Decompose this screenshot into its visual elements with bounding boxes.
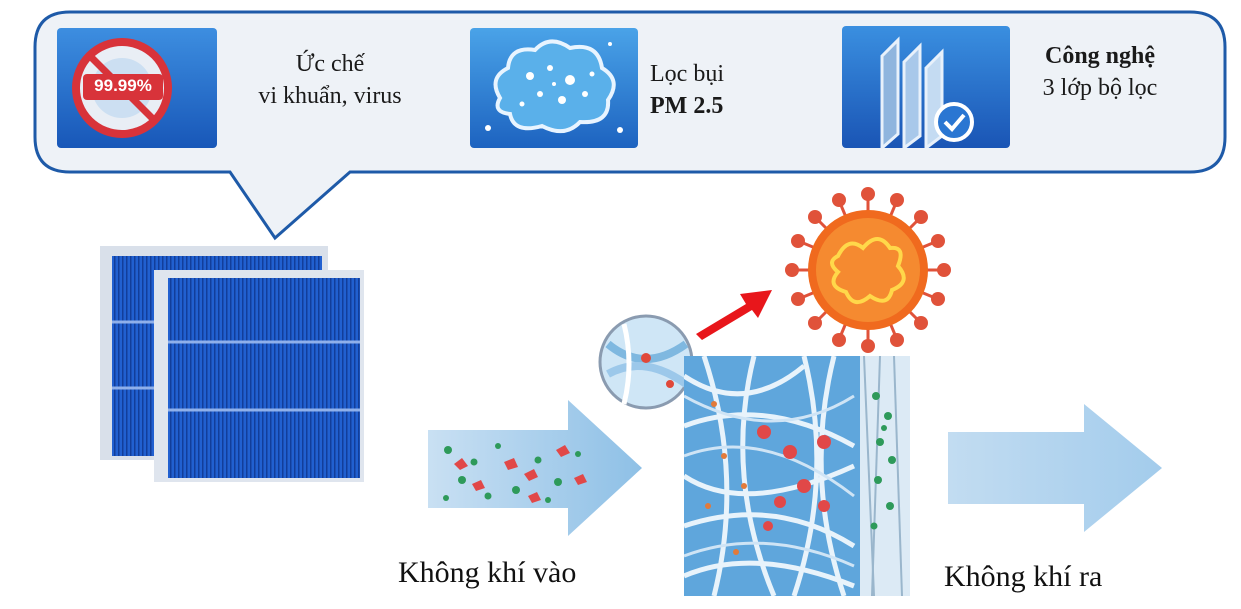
badge-label: 99.99% [94,76,152,95]
feature-antibacterial-line1: Ức chế [295,51,365,77]
feature-pm25: Lọc bụi PM 2.5 [650,58,780,122]
pointer-arrow [696,290,772,340]
air-in-arrow [428,400,642,536]
feature-pm25-line2: PM 2.5 [650,93,724,119]
air-in-caption: Không khí vào [398,556,577,589]
feature-3-layer-line2: 3 lớp bộ lọc [1042,75,1158,101]
feature-3-layer: Công nghệ 3 lớp bộ lọc [1010,40,1190,104]
magnified-fiber-circle [598,314,696,410]
feature-pm25-line1: Lọc bụi [650,61,724,87]
dust-cloud-icon [470,28,638,148]
filter-product-image [100,246,364,482]
air-out-caption: Không khí ra [944,560,1103,593]
filter-layers-icon [842,26,1010,148]
shield-99-icon: 99.99% [57,28,217,148]
virus-illustration [785,187,951,353]
filter-fiber-section [684,356,910,596]
air-out-arrow [948,404,1162,532]
feature-3-layer-line1: Công nghệ [1044,43,1156,69]
feature-antibacterial-line2: vi khuẩn, virus [258,83,402,109]
feature-antibacterial: Ức chế vi khuẩn, virus [225,48,435,112]
